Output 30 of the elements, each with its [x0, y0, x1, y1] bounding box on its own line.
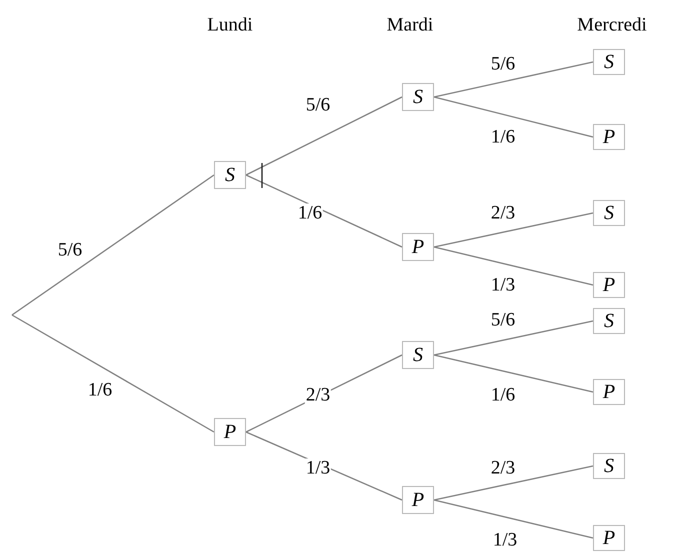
- branch-line: [434, 96, 594, 138]
- outcome-box: P: [593, 272, 625, 298]
- outcome-box: S: [593, 453, 625, 479]
- outcome-box: S: [593, 308, 625, 334]
- branch-line: [434, 354, 594, 393]
- branch-line: [12, 174, 214, 316]
- outcome-box: P: [593, 525, 625, 551]
- day-heading: Mercredi: [577, 16, 647, 34]
- branch-line: [246, 174, 402, 248]
- branch-line: [434, 320, 594, 356]
- branch-line: [434, 212, 594, 248]
- probability-label: 2/3: [304, 386, 332, 404]
- branch-line: [246, 96, 402, 176]
- outcome-box: S: [593, 200, 625, 226]
- outcome-box: S: [402, 83, 434, 111]
- outcome-box: S: [214, 161, 246, 189]
- outcome-box: P: [593, 124, 625, 150]
- outcome-box: P: [214, 418, 246, 446]
- branch-line: [12, 314, 214, 433]
- outcome-box: P: [593, 379, 625, 405]
- branch-line: [434, 499, 594, 539]
- branch-line: [434, 465, 594, 501]
- day-heading: Mardi: [386, 16, 434, 34]
- outcome-box: S: [593, 49, 625, 75]
- outcome-box: S: [402, 341, 434, 369]
- branch-line: [434, 246, 594, 286]
- outcome-box: P: [402, 233, 434, 261]
- branch-line: [434, 61, 594, 98]
- day-heading: Lundi: [207, 16, 253, 34]
- outcome-box: P: [402, 486, 434, 514]
